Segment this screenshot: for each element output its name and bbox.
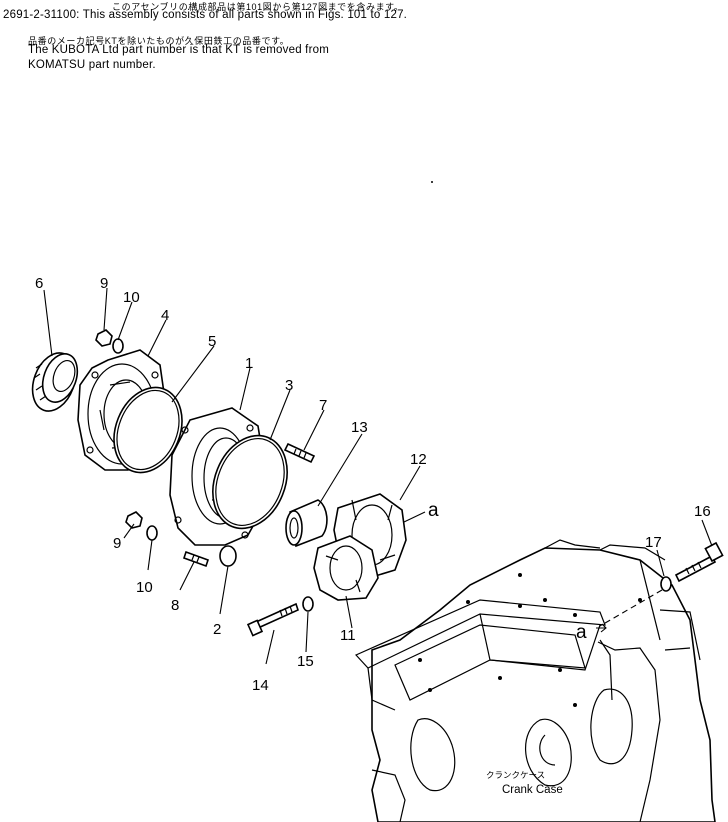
part-10-washer-upper bbox=[112, 338, 124, 354]
part-13-bushing bbox=[285, 499, 328, 548]
part-16-bolt bbox=[674, 541, 724, 583]
callout-12: 12 bbox=[410, 451, 427, 468]
callout-16: 16 bbox=[694, 503, 711, 520]
part-8-stud bbox=[182, 550, 210, 568]
part-9-nut-upper bbox=[95, 329, 113, 347]
reference-a-lower: a bbox=[576, 622, 587, 643]
callout-2: 2 bbox=[213, 621, 221, 638]
callout-13: 13 bbox=[351, 419, 368, 436]
callout-14: 14 bbox=[252, 677, 269, 694]
header-line3: KOMATSU part number. bbox=[28, 59, 156, 71]
callout-8: 8 bbox=[171, 597, 179, 614]
part-5-o-ring bbox=[113, 386, 183, 474]
header-jp-line1: このアセンブリの構成部品は第101図から第127図までを含みます。 bbox=[112, 2, 404, 12]
crankcase-label-en: Crank Case bbox=[502, 784, 563, 796]
header-line1: 2691-2-31100: This assembly consists of … bbox=[3, 9, 408, 21]
part-11-coupling bbox=[313, 535, 379, 601]
callout-5: 5 bbox=[208, 333, 216, 350]
callout-4: 4 bbox=[161, 307, 169, 324]
part-17-washer bbox=[660, 576, 672, 592]
callout-9-lower: 9 bbox=[113, 535, 121, 552]
part-14-bolt bbox=[246, 602, 299, 637]
callout-3: 3 bbox=[285, 377, 293, 394]
part-2-small-o-ring bbox=[219, 545, 237, 567]
part-10-washer-lower bbox=[146, 525, 158, 541]
crank-case bbox=[354, 181, 716, 822]
part-15-washer bbox=[302, 596, 314, 612]
part-9-nut-lower bbox=[125, 511, 143, 529]
callout-15: 15 bbox=[297, 653, 314, 670]
part-7-stud bbox=[283, 442, 316, 464]
part-6-oil-seal bbox=[31, 352, 79, 412]
part-3-o-ring bbox=[212, 434, 288, 530]
header-line2: The KUBOTA Ltd part number is that KT is… bbox=[28, 44, 329, 56]
reference-a-upper: a bbox=[428, 500, 439, 521]
callout-10-lower: 10 bbox=[136, 579, 153, 596]
callout-17: 17 bbox=[645, 534, 662, 551]
callout-7: 7 bbox=[319, 397, 327, 414]
crankcase-label-jp: クランクケース bbox=[486, 770, 545, 780]
header-jp-line2: 品番のメーカ記号KTを除いたものが久保田鉄工の品番です。 bbox=[28, 36, 290, 46]
callout-6: 6 bbox=[35, 275, 43, 292]
callout-9-upper: 9 bbox=[100, 275, 108, 292]
callout-1: 1 bbox=[245, 355, 253, 372]
leader-lines bbox=[43, 287, 713, 665]
callout-10-upper: 10 bbox=[123, 289, 140, 306]
callout-11: 11 bbox=[340, 627, 356, 644]
